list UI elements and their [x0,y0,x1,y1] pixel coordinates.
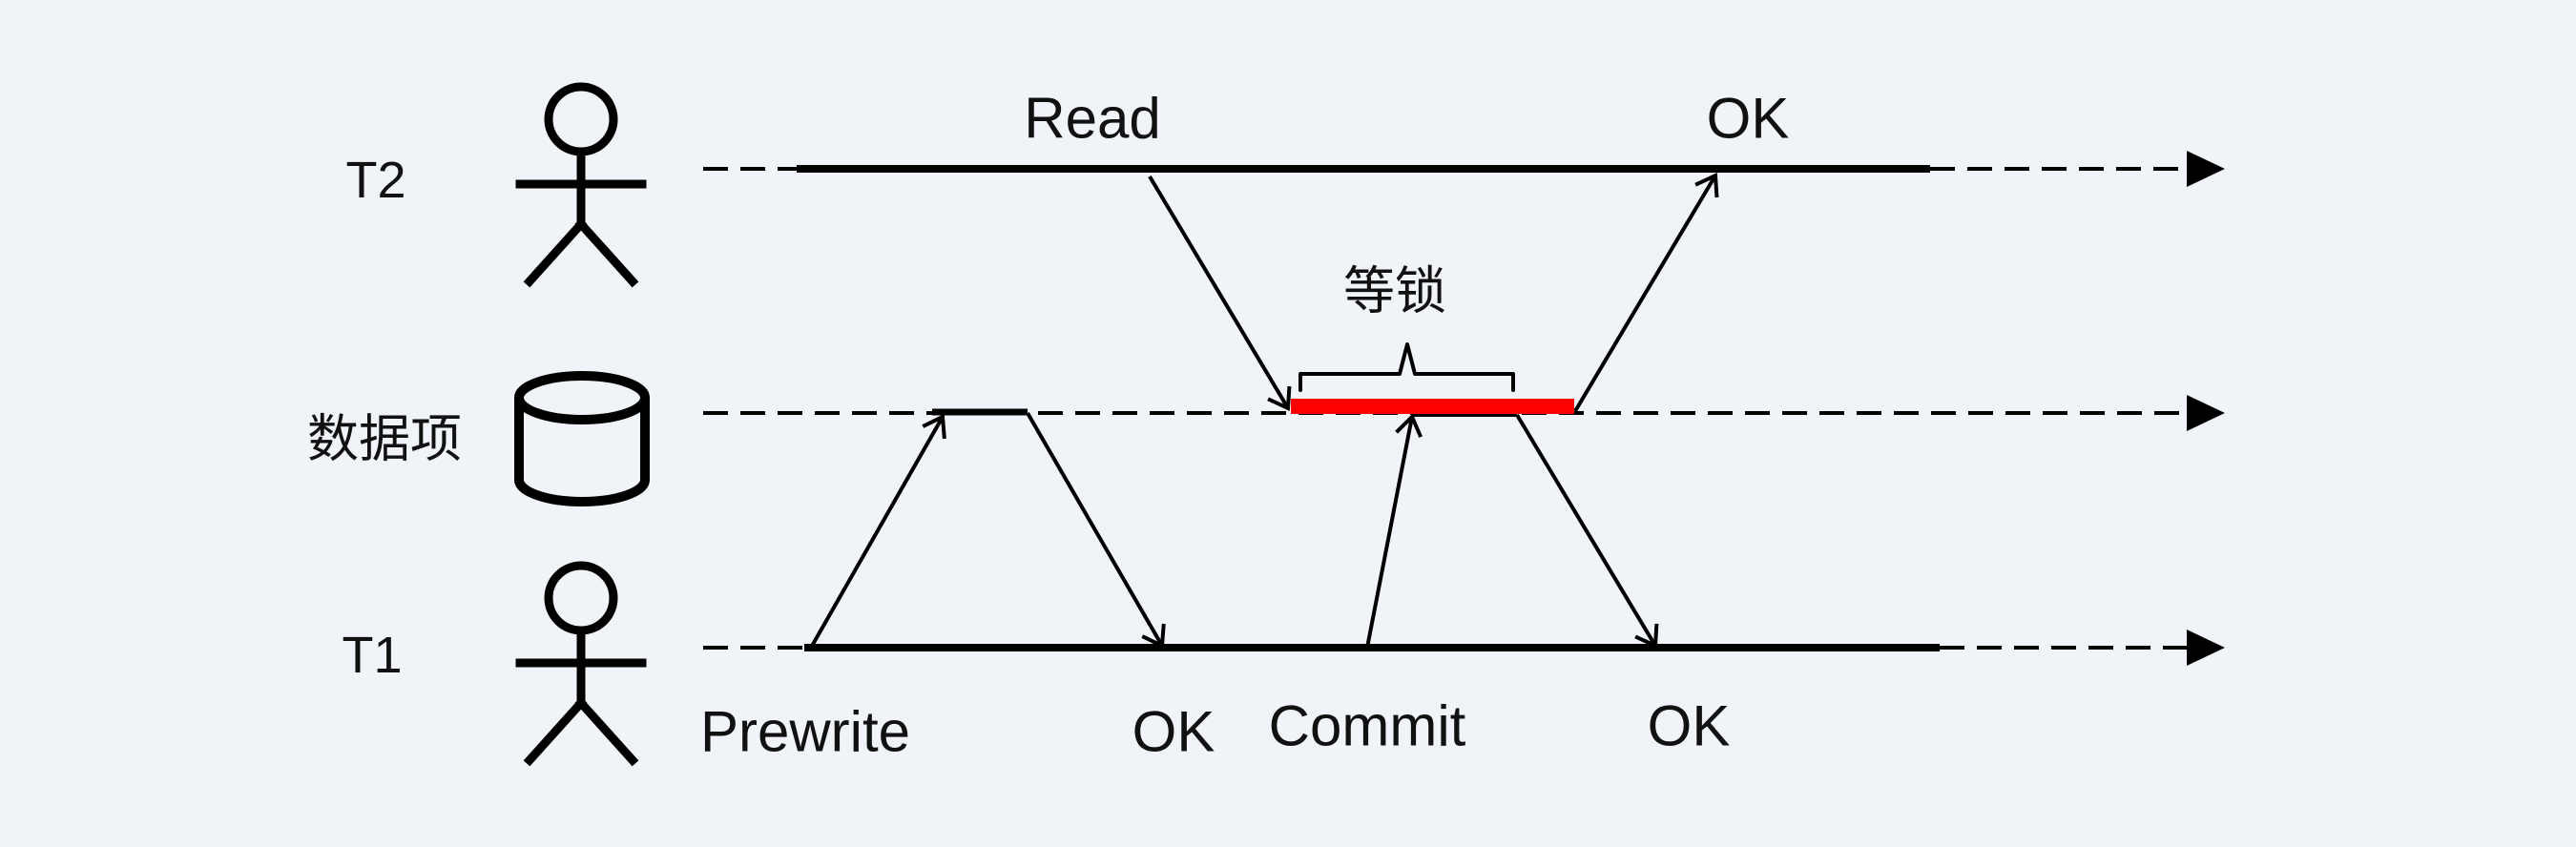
lane-label-data-item: 数据项 [307,410,462,468]
person-icon [515,82,647,288]
person-icon [515,561,647,767]
timeline-t1 [703,630,2225,666]
database-icon [514,371,650,506]
arrow-commit-send [1365,413,1423,649]
arrow-prewrite-send [809,413,946,649]
wait-lock-brace [1298,342,1515,392]
timeline-t2 [703,151,2225,187]
arrow-read-send [1148,175,1292,412]
event-label-commit: Commit [1268,693,1466,758]
arrow-prewrite-ok [1026,411,1166,650]
arrowhead-t1 [2187,630,2225,666]
arrow-read-ok [1573,172,1719,413]
wait-lock-label: 等锁 [1343,262,1446,320]
event-label-read: Read [1024,86,1161,151]
event-label-prewrite-ok: OK [1132,699,1215,764]
arrow-commit-ok [1515,413,1659,650]
event-label-read-ok: OK [1706,86,1790,151]
arrowhead-data [2187,395,2225,431]
lock-wait-bar [1291,399,1574,414]
lane-label-t1: T1 [342,627,403,684]
timeline-data-item [703,395,2225,431]
lane-label-t2: T2 [345,152,406,209]
arrowhead-t2 [2187,151,2225,187]
event-label-commit-ok: OK [1647,693,1731,758]
event-label-prewrite: Prewrite [699,699,911,764]
